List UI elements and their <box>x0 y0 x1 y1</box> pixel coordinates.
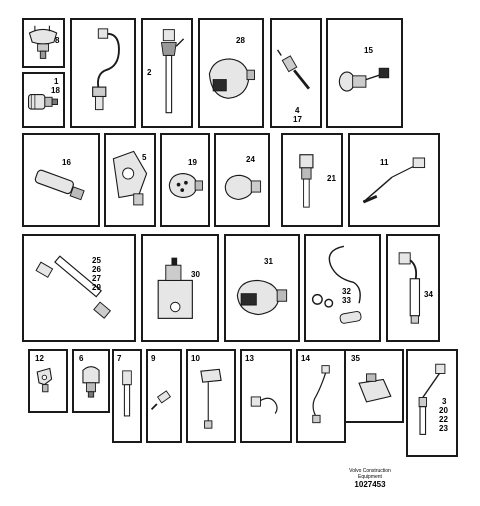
callout-32: 32 <box>342 287 351 296</box>
callout-28: 28 <box>236 36 245 45</box>
callout-13: 13 <box>245 354 254 363</box>
callout-22: 22 <box>439 415 448 424</box>
callout-12: 12 <box>35 354 44 363</box>
part-box-31: 31 <box>224 234 300 342</box>
callout-8: 8 <box>55 36 60 45</box>
part-box-6: 6 <box>72 349 110 413</box>
brand-line-2: Equipment <box>358 474 382 480</box>
callout-5: 5 <box>142 153 147 162</box>
callout-23: 23 <box>439 424 448 433</box>
solenoid-valve-icon <box>157 257 193 319</box>
part-box-9: 9 <box>146 349 182 443</box>
pressure-sensor-icon <box>208 58 255 99</box>
callout-15: 15 <box>364 46 373 55</box>
harness-sensor-icon <box>250 396 278 414</box>
bracket-sensor-icon <box>36 367 53 393</box>
part-box-13: 13 <box>240 349 292 443</box>
callout-11: 11 <box>380 158 389 167</box>
callout-27: 27 <box>92 274 101 283</box>
callout-25: 25 <box>92 256 101 265</box>
cable-probe-icon <box>362 157 426 204</box>
part-box-32-33: 32 33 <box>304 234 381 342</box>
brand-line-1: Volvo Construction <box>349 468 391 474</box>
part-box-21: 21 <box>281 133 343 227</box>
part-box-2: 2 <box>141 18 193 128</box>
temperature-probe-icon <box>299 154 314 208</box>
callout-18: 18 <box>51 86 60 95</box>
part-box-19: 19 <box>160 133 210 227</box>
callout-16: 16 <box>62 158 71 167</box>
callout-24: 24 <box>246 155 255 164</box>
part-box-5: 5 <box>104 133 156 227</box>
angled-probe-icon <box>418 363 446 435</box>
callout-33: 33 <box>342 296 351 305</box>
callout-35: 35 <box>351 354 360 363</box>
part-box-harness-sensor <box>70 18 136 128</box>
sensor-with-connector-icon <box>338 67 390 92</box>
control-module-icon <box>358 373 392 403</box>
part-box-25-29: 25 26 27 29 <box>22 234 136 342</box>
callout-34: 34 <box>424 290 433 299</box>
callout-6: 6 <box>79 354 84 363</box>
probe-sensor-icon <box>122 370 132 417</box>
part-box-34: 34 <box>386 234 440 342</box>
callout-19: 19 <box>188 158 197 167</box>
part-box-30: 30 <box>141 234 219 342</box>
part-box-35: 35 <box>344 349 404 423</box>
speed-pickup-icon <box>200 368 222 429</box>
part-box-10: 10 <box>186 349 236 443</box>
callout-4: 4 <box>295 106 300 115</box>
callout-7: 7 <box>117 354 122 363</box>
callout-10: 10 <box>191 354 200 363</box>
callout-14: 14 <box>301 354 310 363</box>
callout-20: 20 <box>439 406 448 415</box>
callout-9: 9 <box>151 354 156 363</box>
callout-2: 2 <box>147 68 152 77</box>
part-box-28: 28 <box>198 18 264 128</box>
part-box-24: 24 <box>214 133 270 227</box>
small-sensor-icon <box>150 390 172 410</box>
part-box-12: 12 <box>28 349 68 413</box>
part-box-14: 14 <box>296 349 346 443</box>
wiring-ring-kit-icon <box>311 245 362 324</box>
inductive-sensor-icon <box>34 169 85 201</box>
part-box-8: 8 <box>22 18 65 68</box>
callout-17: 17 <box>293 115 302 124</box>
part-box-7: 7 <box>112 349 142 443</box>
level-sensor-icon <box>160 29 185 114</box>
temperature-sender-icon <box>27 94 59 110</box>
cable-sensor-icon <box>92 28 120 111</box>
pressure-switch-icon <box>28 25 58 59</box>
long-sensor-icon <box>35 255 112 319</box>
part-box-16: 16 <box>22 133 100 227</box>
callout-30: 30 <box>191 270 200 279</box>
sensor-block-icon <box>236 279 288 316</box>
footer-credit: Volvo Construction Equipment 1027453 <box>340 468 400 490</box>
pressure-transducer-icon <box>224 174 262 201</box>
connector-sensor-icon <box>168 173 203 199</box>
part-box-4-17: 4 17 <box>270 18 322 128</box>
callout-31: 31 <box>264 257 273 266</box>
speed-sensor-icon <box>276 49 311 90</box>
angled-sensor-icon <box>398 252 421 324</box>
callout-1: 1 <box>54 77 59 86</box>
callout-3: 3 <box>442 397 447 406</box>
switch-sensor-icon <box>82 366 100 398</box>
part-box-15: 15 <box>326 18 403 128</box>
part-box-11: 11 <box>348 133 440 227</box>
part-box-1-18: 1 18 <box>22 72 65 128</box>
part-box-3-23: 3 20 22 23 <box>406 349 458 457</box>
cable-pickup-icon <box>312 365 330 424</box>
callout-29: 29 <box>92 283 101 292</box>
callout-21: 21 <box>327 174 336 183</box>
callout-26: 26 <box>92 265 101 274</box>
drawing-number: 1027453 <box>354 480 386 489</box>
throttle-position-sensor-icon <box>112 150 148 206</box>
